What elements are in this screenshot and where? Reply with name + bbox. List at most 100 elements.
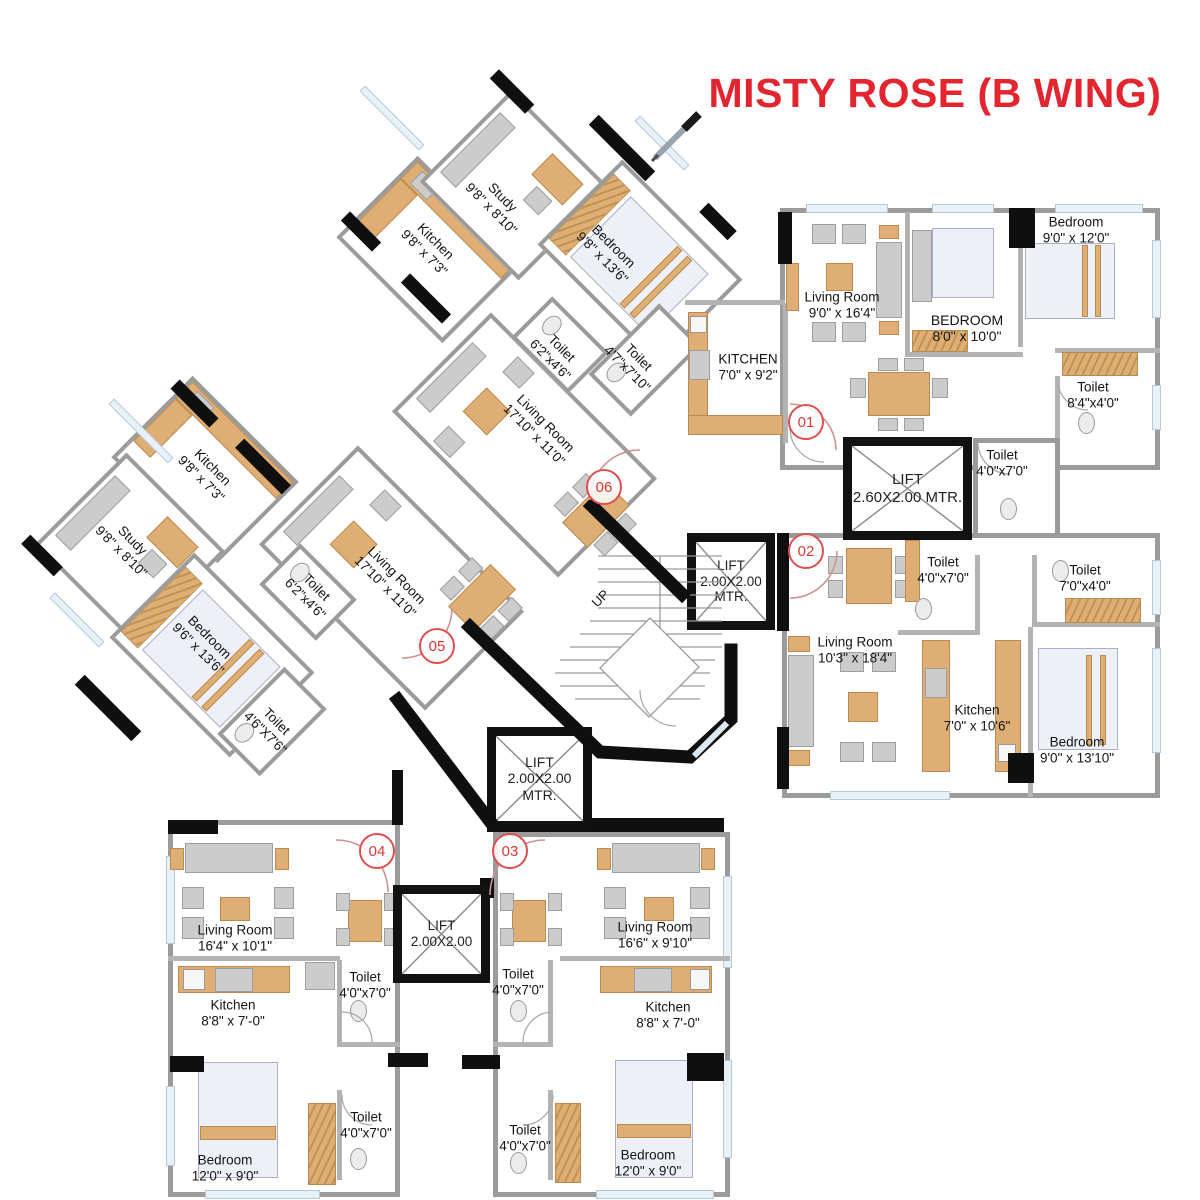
bed bbox=[932, 228, 994, 298]
chair bbox=[182, 917, 204, 939]
dining-table bbox=[868, 372, 930, 416]
wc bbox=[510, 1000, 527, 1022]
wc bbox=[1052, 560, 1069, 582]
bed-stripe bbox=[1082, 245, 1088, 317]
chair bbox=[932, 378, 948, 398]
chair bbox=[336, 928, 350, 946]
chair bbox=[502, 356, 535, 389]
stove bbox=[634, 968, 672, 992]
coffee-table bbox=[220, 897, 250, 921]
chair bbox=[878, 418, 898, 431]
lift-4-size: 2.00X2.00 bbox=[410, 934, 473, 949]
wardrobe bbox=[1065, 598, 1141, 623]
chair bbox=[604, 917, 626, 939]
fridge bbox=[305, 962, 335, 990]
bed bbox=[198, 1062, 278, 1178]
wc bbox=[915, 598, 932, 620]
sofa bbox=[788, 655, 814, 747]
coffee-table bbox=[826, 263, 853, 291]
unit-marker-06: 06 bbox=[586, 469, 622, 505]
chair bbox=[828, 580, 843, 598]
chair bbox=[872, 742, 896, 762]
dining-table bbox=[348, 900, 382, 942]
dining-table bbox=[512, 900, 546, 942]
side-table bbox=[275, 848, 289, 870]
chair bbox=[500, 893, 514, 911]
chair bbox=[690, 887, 710, 909]
bed-stripe bbox=[617, 1124, 691, 1138]
headboard bbox=[912, 230, 932, 302]
chair bbox=[336, 893, 350, 911]
chair bbox=[812, 224, 836, 244]
wardrobe bbox=[912, 330, 968, 352]
lift-1-label: LIFT bbox=[892, 471, 923, 489]
unit-marker-01: 01 bbox=[788, 404, 824, 440]
bed-stripe bbox=[1100, 655, 1106, 745]
side-table bbox=[597, 848, 611, 870]
sink bbox=[690, 969, 710, 990]
unit-marker-02: 02 bbox=[788, 533, 824, 569]
lift-2-size: 2.00X2.00 MTR. bbox=[700, 573, 762, 605]
chair bbox=[840, 742, 864, 762]
chair bbox=[274, 917, 294, 939]
chair bbox=[872, 652, 896, 672]
wardrobe bbox=[308, 1103, 336, 1185]
side-table bbox=[701, 848, 715, 870]
chair bbox=[500, 928, 514, 946]
chair bbox=[548, 928, 562, 946]
chair bbox=[850, 378, 866, 398]
chair bbox=[878, 358, 898, 371]
lift-4-label: LIFT bbox=[427, 918, 456, 934]
unit-marker-05: 05 bbox=[419, 628, 455, 664]
wc bbox=[350, 1000, 367, 1022]
stair-window bbox=[691, 720, 730, 759]
coffee-table bbox=[644, 897, 674, 921]
wc bbox=[350, 1148, 367, 1170]
bed bbox=[615, 1060, 693, 1178]
chair bbox=[904, 358, 924, 371]
stove bbox=[925, 668, 947, 698]
stove bbox=[215, 968, 253, 992]
kitchen-counter bbox=[922, 640, 950, 772]
lift-3-label: LIFT bbox=[525, 754, 554, 771]
chair bbox=[369, 489, 402, 522]
chair bbox=[904, 418, 924, 431]
side-table bbox=[170, 848, 184, 870]
lift-3-size: 2.00X2.00 MTR. bbox=[507, 770, 572, 803]
side-table bbox=[879, 321, 899, 335]
wc bbox=[1000, 498, 1017, 520]
tv-unit bbox=[786, 263, 799, 311]
chair bbox=[842, 224, 866, 244]
chair bbox=[274, 887, 294, 909]
page-title: MISTY ROSE (B WING) bbox=[708, 70, 1162, 116]
bed-stripe bbox=[200, 1126, 276, 1140]
label-stairs-up: UP bbox=[588, 586, 613, 611]
sofa bbox=[876, 242, 902, 318]
side-table bbox=[788, 636, 810, 652]
lift-1-size: 2.60X2.00 MTR. bbox=[852, 488, 963, 506]
bed bbox=[1025, 243, 1115, 319]
sink bbox=[183, 969, 205, 990]
